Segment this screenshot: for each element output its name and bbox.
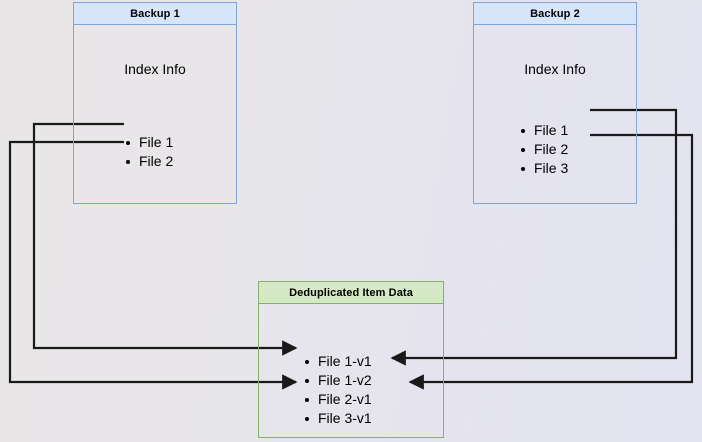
node-backup1-file-list: File 1 File 2	[124, 133, 173, 171]
node-dedup-body: File 1-v1 File 1-v2 File 2-v1 File 3-v1	[259, 304, 443, 437]
node-backup2[interactable]: Backup 2 Index Info File 1 File 2 File 3	[473, 2, 637, 204]
list-item: File 1-v1	[303, 352, 372, 371]
node-dedup-header: Deduplicated Item Data	[259, 282, 443, 304]
list-item: File 1-v2	[303, 371, 372, 390]
node-backup2-file-list: File 1 File 2 File 3	[519, 121, 568, 178]
list-item: File 2-v1	[303, 390, 372, 409]
list-item: File 2	[124, 152, 173, 171]
list-item: File 3	[519, 159, 568, 178]
node-backup1-body-title: Index Info	[124, 61, 186, 77]
list-item: File 2	[519, 140, 568, 159]
node-backup2-body-title: Index Info	[524, 61, 586, 77]
list-item: File 3-v1	[303, 409, 372, 428]
node-dedup-file-list: File 1-v1 File 1-v2 File 2-v1 File 3-v1	[303, 352, 372, 428]
node-backup1-body: Index Info File 1 File 2	[74, 25, 236, 203]
node-backup1[interactable]: Backup 1 Index Info File 1 File 2	[73, 2, 237, 204]
list-item: File 1	[124, 133, 173, 152]
node-backup2-body: Index Info File 1 File 2 File 3	[474, 25, 636, 203]
node-deduplicated-item-data[interactable]: Deduplicated Item Data File 1-v1 File 1-…	[258, 281, 444, 438]
list-item: File 1	[519, 121, 568, 140]
node-backup2-header: Backup 2	[474, 3, 636, 25]
node-backup1-header: Backup 1	[74, 3, 236, 25]
